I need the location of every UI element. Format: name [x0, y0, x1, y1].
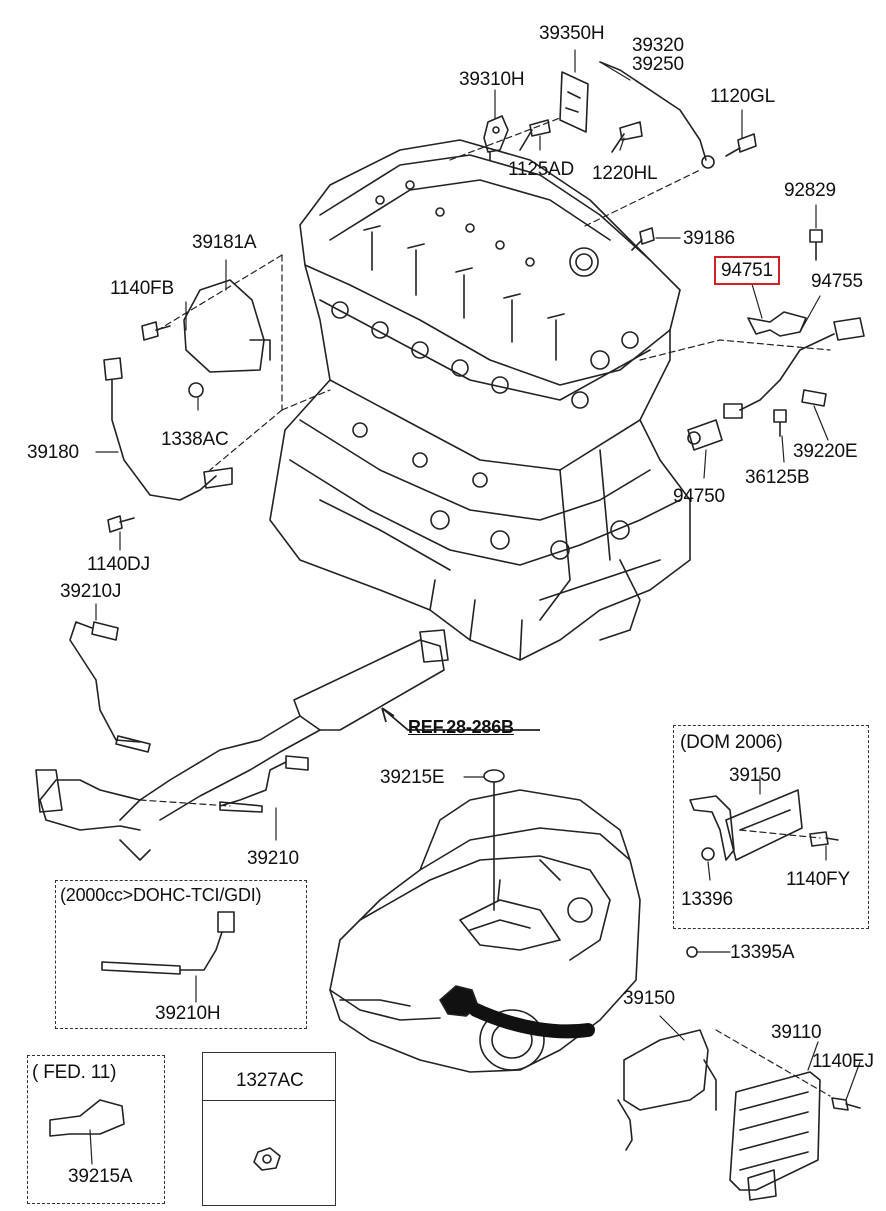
nut-icon [188, 382, 204, 398]
engine-block-icon [269, 139, 691, 661]
cam-sensor-icon [483, 115, 509, 161]
part-label-39250[interactable]: 39250 [632, 54, 684, 75]
part-label-39181a[interactable]: 39181A [192, 232, 257, 253]
bracket-icon [559, 71, 589, 133]
dohc-group-box [55, 880, 307, 1029]
part-label-39215a[interactable]: 39215A [68, 1166, 133, 1187]
part-label-1140fy[interactable]: 1140FY [786, 869, 850, 890]
fed11-title: ( FED. 11) [32, 1062, 117, 1083]
bolt-icon [519, 119, 551, 151]
part-label-39186[interactable]: 39186 [683, 228, 735, 249]
part-label-36125b[interactable]: 36125B [745, 467, 810, 488]
part-label-39150[interactable]: 39150 [623, 988, 675, 1009]
bolt-icon [809, 229, 823, 261]
part-label-39210[interactable]: 39210 [247, 848, 299, 869]
part-label-1140fb[interactable]: 1140FB [110, 278, 174, 299]
nut-icon [701, 847, 715, 861]
vehicle-outline-icon [329, 789, 641, 1073]
reference-link-28-286b[interactable]: REF.28-286B [408, 717, 514, 737]
bolt-icon [107, 515, 135, 533]
part-label-39350h[interactable]: 39350H [539, 23, 605, 44]
sensor-wire-icon [599, 61, 707, 161]
ecu-module-icon [725, 789, 803, 861]
oxygen-sensor-icon [69, 621, 141, 743]
nut-1327ac-box [202, 1052, 336, 1206]
part-label-92829[interactable]: 92829 [784, 180, 836, 201]
part-label-39150-dom[interactable]: 39150 [729, 765, 781, 786]
bolt-icon [831, 1097, 861, 1111]
exhaust-muffler-icon [35, 629, 449, 861]
part-label-39210j[interactable]: 39210J [60, 581, 122, 602]
dom2006-group-box [673, 725, 869, 929]
oxygen-sensor-icon [101, 931, 223, 975]
part-label-1327ac[interactable]: 1327AC [236, 1070, 304, 1091]
part-label-39110[interactable]: 39110 [771, 1022, 822, 1043]
part-label-13395a[interactable]: 13395A [730, 942, 795, 963]
sensor-wire-icon [739, 317, 865, 411]
sensor-wire-icon [103, 357, 217, 501]
part-label-39180[interactable]: 39180 [27, 442, 79, 463]
part-label-1338ac[interactable]: 1338AC [161, 429, 229, 450]
part-label-39210h[interactable]: 39210H [155, 1003, 221, 1024]
pressure-sensor-icon [687, 419, 723, 451]
nut-icon [253, 1147, 281, 1171]
bolt-icon [631, 227, 655, 251]
part-label-39310h[interactable]: 39310H [459, 69, 525, 90]
bolt-icon [611, 121, 643, 153]
part-label-39320[interactable]: 39320 [632, 35, 684, 56]
bracket-icon [747, 311, 807, 337]
grommet-icon [483, 769, 505, 783]
nut-icon [686, 946, 698, 958]
fed11-group-box [27, 1055, 165, 1204]
ecu-bracket-icon [689, 795, 735, 861]
part-label-94750[interactable]: 94750 [673, 486, 725, 507]
oxygen-sensor-icon [801, 389, 827, 407]
bolt-icon [773, 409, 787, 437]
part-label-1220hl[interactable]: 1220HL [592, 163, 658, 184]
bolt-icon [809, 831, 839, 847]
dohc-title: (2000cc>DOHC-TCI/GDI) [60, 885, 262, 905]
part-label-1120gl[interactable]: 1120GL [710, 86, 776, 107]
part-label-94755[interactable]: 94755 [811, 271, 863, 292]
oxygen-sensor-icon [219, 755, 309, 807]
part-label-94751-highlighted[interactable]: 94751 [714, 256, 780, 285]
bracket-icon [183, 279, 265, 373]
part-label-39215e[interactable]: 39215E [380, 767, 445, 788]
part-label-13396[interactable]: 13396 [681, 889, 733, 910]
part-label-1125ad[interactable]: 1125AD [508, 159, 575, 180]
ecu-bracket-icon [623, 1029, 709, 1111]
part-label-39220e[interactable]: 39220E [793, 441, 858, 462]
dom2006-title: (DOM 2006) [680, 732, 783, 753]
part-label-1140dj[interactable]: 1140DJ [87, 554, 150, 575]
ref-arrow-icon [381, 707, 540, 731]
nut-1327ac-box-divider [202, 1100, 336, 1101]
part-label-1140ej[interactable]: 1140EJ [812, 1051, 874, 1072]
bolt-icon [725, 133, 757, 157]
ecu-module-icon [729, 1071, 821, 1191]
bracket-icon [49, 1099, 125, 1137]
